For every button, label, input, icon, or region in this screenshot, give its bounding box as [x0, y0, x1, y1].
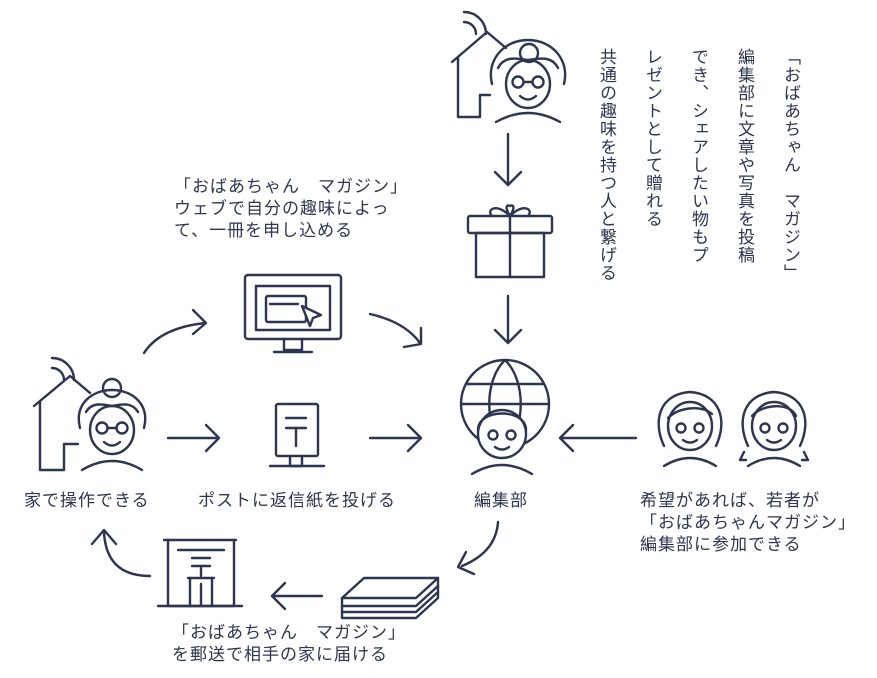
globe-person-icon: [459, 358, 551, 476]
youth-line-2: 「おばあちゃんマガジン」: [640, 513, 856, 533]
arrow-right-2: [368, 423, 423, 453]
postbox-icon: [268, 402, 326, 468]
mail-caption: 「おばあちゃん マガジン」 を郵送で相手の家に届ける: [172, 622, 406, 666]
youth-line-3: 編集部に参加できる: [640, 535, 802, 555]
web-order-caption: 「おばあちゃん マガジン」 ウェブで自分の趣味によっ て、一冊を申し込める: [174, 176, 408, 242]
gift-icon: [466, 204, 554, 279]
editorial-label: 編集部: [474, 491, 528, 511]
arrow-curve-down-right: [368, 312, 423, 349]
mail-line-1: 「おばあちゃん マガジン」: [172, 623, 406, 643]
grandma-house-top-icon: [450, 10, 567, 124]
vertical-line-4: レゼントとして贈れる: [642, 47, 662, 228]
web-line-1: 「おばあちゃん マガジン」: [174, 177, 408, 197]
mail-line-2: を郵送で相手の家に届ける: [172, 645, 388, 665]
post-office-icon: [156, 538, 244, 608]
arrow-left-youth: [558, 423, 638, 453]
arrow-curve-down-left: [456, 520, 500, 576]
vertical-line-1: 「おばあちゃん マガジン」: [780, 47, 800, 282]
grandma-house-left-icon: [32, 356, 147, 472]
vertical-line-3: でき、シェアしたい物もプ: [688, 47, 708, 264]
vertical-line-5: 共通の趣味を持つ人と繋げる: [596, 47, 616, 282]
youth-line-1: 希望があれば、若者が: [640, 491, 820, 511]
arrow-down-top: [493, 132, 523, 187]
vertical-line-2: 編集部に文章や写真を投稿: [734, 47, 754, 264]
grandma-home-label: 家で操作できる: [24, 491, 150, 511]
arrow-down-middle: [493, 294, 523, 345]
magazines-icon: [340, 576, 440, 620]
postbox-label: ポストに返信紙を投げる: [198, 491, 396, 511]
arrow-curve-up-left: [90, 528, 152, 578]
arrow-right-1: [166, 423, 221, 453]
computer-icon: [243, 273, 343, 354]
young-people-icon: [657, 390, 810, 468]
youth-caption: 希望があれば、若者が 「おばあちゃんマガジン」 編集部に参加できる: [640, 490, 856, 556]
web-line-2: ウェブで自分の趣味によっ: [174, 199, 390, 219]
vertical-description: 「おばあちゃん マガジン」 編集部に文章や写真を投稿 でき、シェアしたい物もプ …: [594, 35, 824, 282]
arrow-left-bottom: [270, 581, 324, 611]
arrow-curve-up-right: [142, 308, 208, 355]
web-line-3: て、一冊を申し込める: [174, 221, 354, 241]
